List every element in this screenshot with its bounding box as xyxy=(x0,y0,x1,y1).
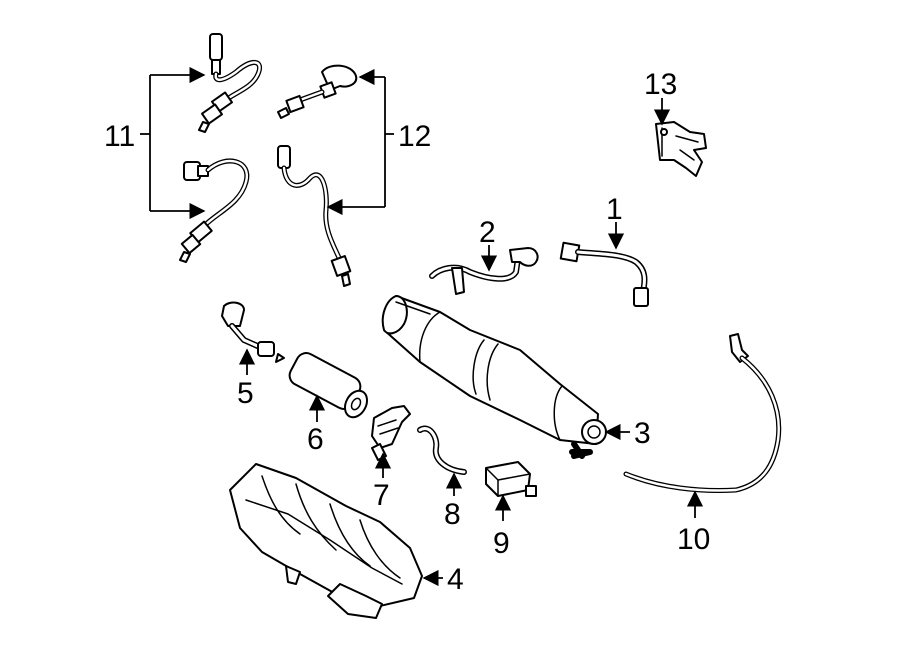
valve-part-7 xyxy=(371,405,411,461)
tube-part-5 xyxy=(221,301,275,357)
hose-part-10 xyxy=(623,333,782,493)
canister-part-3 xyxy=(381,295,607,459)
callout-2: 2 xyxy=(479,216,496,249)
filter-part-6 xyxy=(275,352,369,419)
hose-part-2 xyxy=(429,247,539,295)
callout-1: 1 xyxy=(606,193,623,226)
oxygen-sensor-lower-left xyxy=(179,158,250,263)
hose-part-1 xyxy=(559,241,649,307)
callout-10: 10 xyxy=(677,523,710,556)
shield-part-4 xyxy=(229,463,423,619)
callout-6: 6 xyxy=(307,423,324,456)
solenoid-part-9 xyxy=(485,461,537,497)
callout-8: 8 xyxy=(444,498,461,531)
bracket-part-13 xyxy=(655,121,707,177)
callout-9: 9 xyxy=(493,527,510,560)
callout-5: 5 xyxy=(237,377,254,410)
callout-7: 7 xyxy=(373,479,390,512)
oxygen-sensor-upper-left xyxy=(198,33,262,133)
callout-3: 3 xyxy=(634,417,651,450)
callout-13: 13 xyxy=(644,68,677,101)
hose-part-8 xyxy=(417,425,467,475)
oxygen-sensor-lower-right xyxy=(277,145,352,287)
callout-4: 4 xyxy=(447,563,464,596)
oxygen-sensor-upper-right xyxy=(277,64,358,119)
callout-12: 12 xyxy=(398,120,431,153)
bracket-11 xyxy=(140,66,206,220)
callout-11: 11 xyxy=(104,120,135,153)
bracket-12 xyxy=(326,68,394,216)
